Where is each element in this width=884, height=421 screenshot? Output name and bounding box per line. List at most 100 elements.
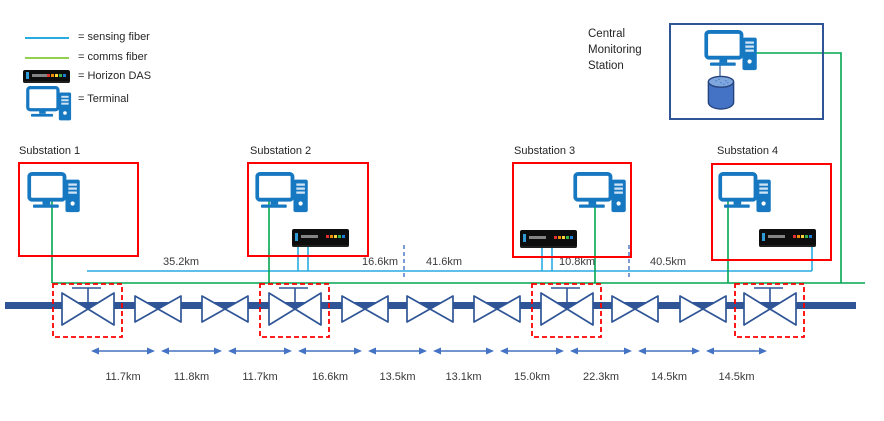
cms-label: Central Monitoring Station [588,28,642,72]
arrowhead-right [759,347,767,355]
das-led [334,235,337,238]
substation-label: Substation 4 [717,145,779,157]
substation-label: Substation 2 [250,145,312,157]
substation-label: Substation 3 [514,145,576,157]
das-led [338,235,341,238]
arrowhead-right [284,347,292,355]
das-led [558,236,561,239]
das-led [63,74,66,77]
substation-box [512,162,632,258]
pipeline-segment-distance-label: 11.7km [105,371,141,383]
das-led [566,236,569,239]
pipeline-segment-distance-label: 15.0km [513,371,551,383]
arrowhead-right [556,347,564,355]
block-valve-monitored [61,292,115,326]
terminal-icon [255,172,309,214]
fiber-span-distance-label: 35.2km [162,256,200,268]
cms-box [669,23,824,120]
das-led [326,235,329,238]
arrowhead-right [147,347,155,355]
monitored-valve-box [531,283,602,338]
das-led [342,235,345,238]
substation-box [18,162,139,257]
fiber-span-distance-label: 10.8km [558,256,596,268]
das-led [809,235,812,238]
cms-terminal-icon [704,30,758,72]
arrowhead-left [298,347,306,355]
substation-box [247,162,369,257]
fiber-span-distance-label: 40.5km [649,256,687,268]
das-led [51,74,54,77]
horizon-das-unit [292,229,349,247]
pipeline-segment-distance-label: 11.8km [173,371,210,383]
block-valve-monitored [540,292,594,326]
legend-sensing-fiber-label: = sensing fiber [78,31,150,43]
arrowhead-right [419,347,427,355]
das-power-chip [762,233,765,241]
das-brand-text [768,235,785,238]
arrowhead-right [214,347,222,355]
pipeline-segment-distance-label: 16.6km [311,371,349,383]
pipeline-bar [5,302,856,309]
arrowhead-left [638,347,646,355]
das-led [59,74,62,77]
arrowhead-left [706,347,714,355]
das-brand-text [529,236,546,239]
pipeline-segment-distance-label: 11.7km [242,371,278,383]
monitored-valve-box [52,283,123,338]
das-led [562,236,565,239]
substation-box [711,163,832,261]
arrowhead-left [500,347,508,355]
das-brand-text [301,235,318,238]
terminal-icon [573,172,627,214]
monitored-valve-box [734,283,805,338]
terminal-icon [27,172,81,214]
arrowhead-left [570,347,578,355]
cms-comms-fiber-line [755,52,842,283]
block-valve [201,295,249,323]
das-led [570,236,573,239]
das-power-chip [523,234,526,242]
das-led [801,235,804,238]
das-led [793,235,796,238]
legend-comms-fiber-label: = comms fiber [78,51,148,63]
arrowhead-left [433,347,441,355]
terminal-swatch-icon [26,86,72,122]
arrowhead-right [624,347,632,355]
pipeline-segment-distance-label: 13.5km [379,371,416,383]
fiber-span-distance-label: 41.6km [425,256,463,268]
block-valve-monitored [268,292,322,326]
arrowhead-left [228,347,236,355]
das-led [330,235,333,238]
das-led-row [326,235,345,238]
das-led [797,235,800,238]
das-power-chip [295,233,298,241]
substation-label: Substation 1 [19,145,81,157]
das-led [554,236,557,239]
das-led [47,74,50,77]
sensing-fiber-swatch [25,37,69,39]
das-led [55,74,58,77]
das-led-row [793,235,812,238]
arrowhead-right [486,347,494,355]
block-valve [341,295,389,323]
block-valve [473,295,521,323]
pipeline-segment-distance-label: 14.5km [718,371,755,383]
arrowhead-right [354,347,362,355]
comms-fiber-swatch [25,57,69,59]
arrowhead-left [161,347,169,355]
block-valve [406,295,454,323]
arrowhead-right [692,347,700,355]
fiber-span-distance-label: 16.6km [361,256,399,268]
terminal-icon [718,172,772,214]
pipeline-segment-distance-label: 22.3km [582,371,620,383]
horizon-das-unit [520,230,577,248]
arrowhead-left [368,347,376,355]
block-valve [679,295,727,323]
pipeline-segment-distance-label: 14.5km [650,371,688,383]
horizon-das-unit [759,229,816,247]
block-valve [611,295,659,323]
database-icon [706,75,736,110]
